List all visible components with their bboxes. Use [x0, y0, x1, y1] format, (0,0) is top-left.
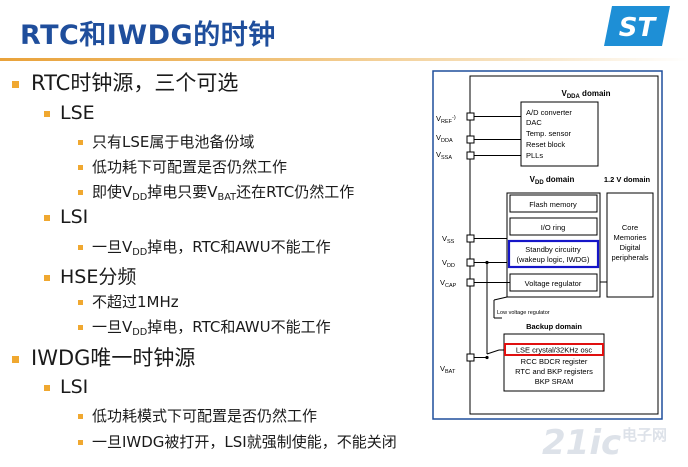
- svg-text:ST: ST: [619, 13, 658, 43]
- vss-pin-label: VSS: [442, 234, 455, 245]
- core-block: [606, 192, 654, 298]
- bullet-lse: LSE: [44, 102, 95, 124]
- chip-outline: [469, 75, 659, 415]
- vdda-block-line: Reset block: [526, 140, 565, 149]
- vdda-block-line: Temp. sensor: [526, 129, 572, 138]
- vssa-pin: [466, 151, 475, 160]
- bullet-lse-3: 即使VDD掉电只要VBAT还在RTC仍然工作: [78, 181, 354, 203]
- flash-memory-block: [509, 194, 598, 213]
- backup-domain-label: Backup domain: [526, 322, 582, 331]
- v12-domain-label: 1.2 V domain: [604, 175, 651, 184]
- title-underline: [0, 58, 688, 61]
- bullet-marker: [78, 440, 83, 445]
- vdda-block: [520, 101, 599, 167]
- st-logo: ST: [604, 6, 670, 46]
- vdda-block-line: PLLs: [526, 151, 543, 160]
- bullet-marker: [12, 355, 19, 363]
- bullet-marker: [12, 80, 19, 88]
- core-label: Memories: [614, 233, 647, 242]
- vdda-block-line: DAC: [526, 118, 542, 127]
- backup-line: RCC BDCR register: [521, 357, 588, 366]
- vcap-pin: [466, 278, 475, 287]
- low-voltage-regulator-label: Low voltage regulator: [497, 310, 550, 316]
- bullet-marker: [78, 245, 83, 250]
- io-ring-block: [509, 217, 598, 236]
- standby-label: Standby circuitry: [525, 245, 581, 254]
- vdd-pin-label: VDD: [442, 258, 455, 269]
- vdda-block-line: A/D converter: [526, 108, 572, 117]
- bullet-marker: [44, 384, 50, 391]
- watermark-logo: 21ic 电子网: [542, 423, 667, 463]
- bullet-hse-2: 一旦VDD掉电，RTC和AWU不能工作: [78, 316, 331, 338]
- bullet-lsi-1: 一旦VDD掉电，RTC和AWU不能工作: [78, 236, 331, 258]
- bullet-marker: [78, 165, 83, 170]
- core-label: Core: [622, 223, 638, 232]
- power-domain-diagram: VDDA domain A/D converter DAC Temp. sens…: [432, 70, 663, 420]
- flash-memory-label: Flash memory: [529, 200, 577, 209]
- bullet-lse-1: 只有LSE属于电池备份域: [78, 131, 254, 152]
- bullet-hse-1: 不超过1MHz: [78, 291, 179, 312]
- io-ring-label: I/O ring: [541, 223, 566, 232]
- vcap-pin-label: VCAP: [440, 278, 457, 289]
- vdda-pin-label: VDDA: [436, 133, 453, 144]
- bullet-marker: [78, 140, 83, 145]
- bullet-marker: [44, 274, 50, 281]
- vdd-pin: [466, 258, 475, 267]
- bullet-marker: [78, 190, 83, 195]
- vbat-pin: [466, 353, 475, 362]
- backup-line: RTC and BKP registers: [515, 367, 593, 376]
- bullet-marker: [44, 110, 50, 117]
- slide-title: RTC和IWDG的时钟: [20, 20, 276, 51]
- bullet-iwdg-2: 一旦IWDG被打开，LSI就强制使能，不能关闭: [78, 431, 397, 452]
- vref-pin-label: VREF-): [436, 114, 456, 125]
- core-label: peripherals: [611, 253, 648, 262]
- bullet-rtc-source: RTC时钟源，三个可选: [12, 67, 238, 97]
- svg-text:21ic: 21ic: [542, 423, 621, 463]
- standby-circuitry-block: [507, 239, 600, 269]
- lse-osc-block: [504, 343, 604, 356]
- vdda-pin: [466, 135, 475, 144]
- core-label: Digital: [620, 243, 641, 252]
- standby-label: (wakeup logic, IWDG): [517, 255, 590, 264]
- svg-text:电子网: 电子网: [622, 426, 667, 444]
- bullet-marker: [78, 300, 83, 305]
- backup-line: BKP SRAM: [535, 377, 574, 386]
- voltage-regulator-label: Voltage regulator: [525, 279, 582, 288]
- vbat-pin-label: VBAT: [440, 364, 456, 375]
- bullet-hse: HSE分频: [44, 262, 136, 289]
- lse-osc-label: LSE crystal/32KHz osc: [516, 346, 593, 355]
- bullet-marker: [78, 414, 83, 419]
- vss-pin: [466, 234, 475, 243]
- bullet-lsi: LSI: [44, 206, 88, 228]
- bullet-marker: [44, 214, 50, 221]
- bullet-lsi-iwdg: LSI: [44, 376, 88, 398]
- vref-pin: [466, 112, 475, 121]
- bullet-iwdg-1: 低功耗模式下可配置是否仍然工作: [78, 405, 317, 426]
- vdd-domain-label: VDD domain: [530, 175, 575, 186]
- vssa-pin-label: VSSA: [436, 150, 452, 161]
- bullet-marker: [78, 325, 83, 330]
- bullet-iwdg-source: IWDG唯一时钟源: [12, 342, 195, 372]
- vdda-domain-label: VDDA domain: [561, 89, 610, 100]
- bullet-lse-2: 低功耗下可配置是否仍然工作: [78, 156, 287, 177]
